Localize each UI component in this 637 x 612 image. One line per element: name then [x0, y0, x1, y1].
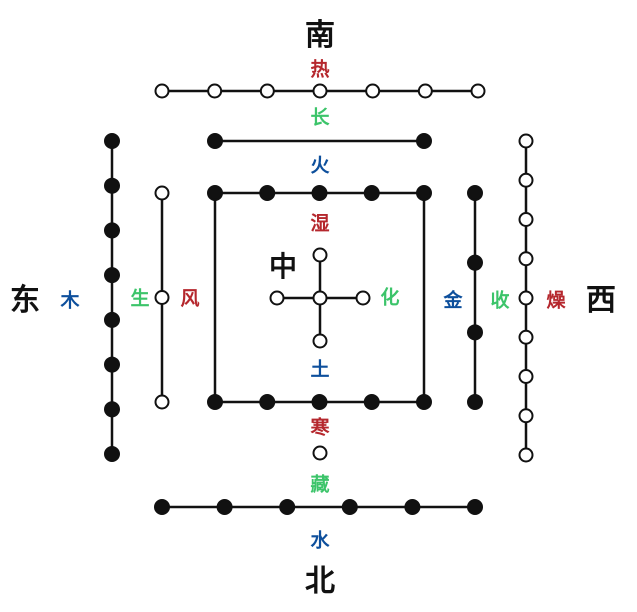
open-dot: [518, 369, 534, 384]
filled-dot: [311, 185, 328, 201]
filled-dot: [363, 394, 380, 410]
filled-dot: [259, 185, 276, 201]
open-dot: [417, 83, 433, 99]
filled-dot: [104, 401, 120, 418]
open-dot: [154, 185, 170, 201]
open-dot: [154, 290, 170, 305]
open-dot: [518, 251, 534, 267]
filled-dot: [216, 499, 233, 515]
open-dot: [518, 290, 534, 306]
filled-dot: [467, 254, 483, 271]
filled-dot: [467, 499, 483, 515]
filled-dot: [104, 133, 120, 149]
filled-dot: [104, 222, 120, 239]
open-dot: [259, 83, 275, 99]
label-center-climate: 湿: [310, 212, 330, 235]
label-west-action: 收: [490, 289, 510, 312]
open-dot: [154, 394, 170, 410]
open-dot: [518, 408, 534, 424]
filled-dot: [416, 185, 432, 201]
label-north: 北: [305, 564, 335, 599]
filled-dot: [363, 185, 380, 201]
open-dot: [312, 445, 328, 461]
open-dot: [518, 133, 534, 149]
filled-dot: [279, 499, 296, 515]
label-south-action: 长: [310, 106, 330, 129]
filled-dot: [404, 499, 421, 515]
open-dot: [518, 212, 534, 227]
label-north-action: 藏: [310, 473, 330, 496]
filled-dot: [104, 177, 120, 194]
filled-dot: [154, 499, 170, 515]
filled-dot: [207, 185, 223, 201]
label-east-element: 木: [60, 289, 80, 312]
label-south: 南: [305, 18, 335, 53]
open-dot: [312, 290, 328, 306]
open-dot: [312, 247, 328, 263]
label-south-climate: 热: [310, 58, 330, 81]
label-north-element: 水: [310, 529, 330, 552]
open-dot: [518, 447, 534, 463]
label-center-action: 化: [380, 286, 400, 309]
filled-dot: [467, 185, 483, 201]
filled-dot: [416, 133, 432, 149]
filled-dot: [467, 324, 483, 341]
filled-dot: [467, 394, 483, 410]
open-dot: [518, 329, 534, 345]
filled-dot: [416, 394, 432, 410]
open-dot: [312, 333, 328, 349]
open-dot: [518, 172, 534, 188]
label-west-climate: 燥: [546, 289, 566, 312]
open-dot: [470, 83, 486, 99]
label-west-element: 金: [443, 289, 463, 312]
filled-dot: [104, 311, 120, 328]
filled-dot: [104, 356, 120, 373]
open-dot: [269, 290, 285, 306]
open-dot: [365, 83, 381, 99]
label-east: 东: [10, 283, 40, 318]
filled-dot: [311, 394, 328, 410]
label-south-element: 火: [310, 154, 330, 177]
filled-dot: [259, 394, 276, 410]
filled-dot: [207, 394, 223, 410]
open-dot: [207, 83, 223, 99]
label-west: 西: [586, 283, 616, 318]
label-east-action: 生: [130, 287, 150, 310]
open-dot: [312, 83, 328, 99]
open-dot: [154, 83, 170, 99]
label-east-climate: 风: [180, 287, 200, 310]
label-center-element: 土: [310, 358, 330, 381]
filled-dot: [207, 133, 223, 149]
filled-dot: [341, 499, 358, 515]
label-north-climate: 寒: [310, 416, 330, 439]
open-dot: [355, 290, 371, 306]
filled-dot: [104, 446, 120, 462]
filled-dot: [104, 267, 120, 284]
label-center: 中: [268, 250, 298, 283]
